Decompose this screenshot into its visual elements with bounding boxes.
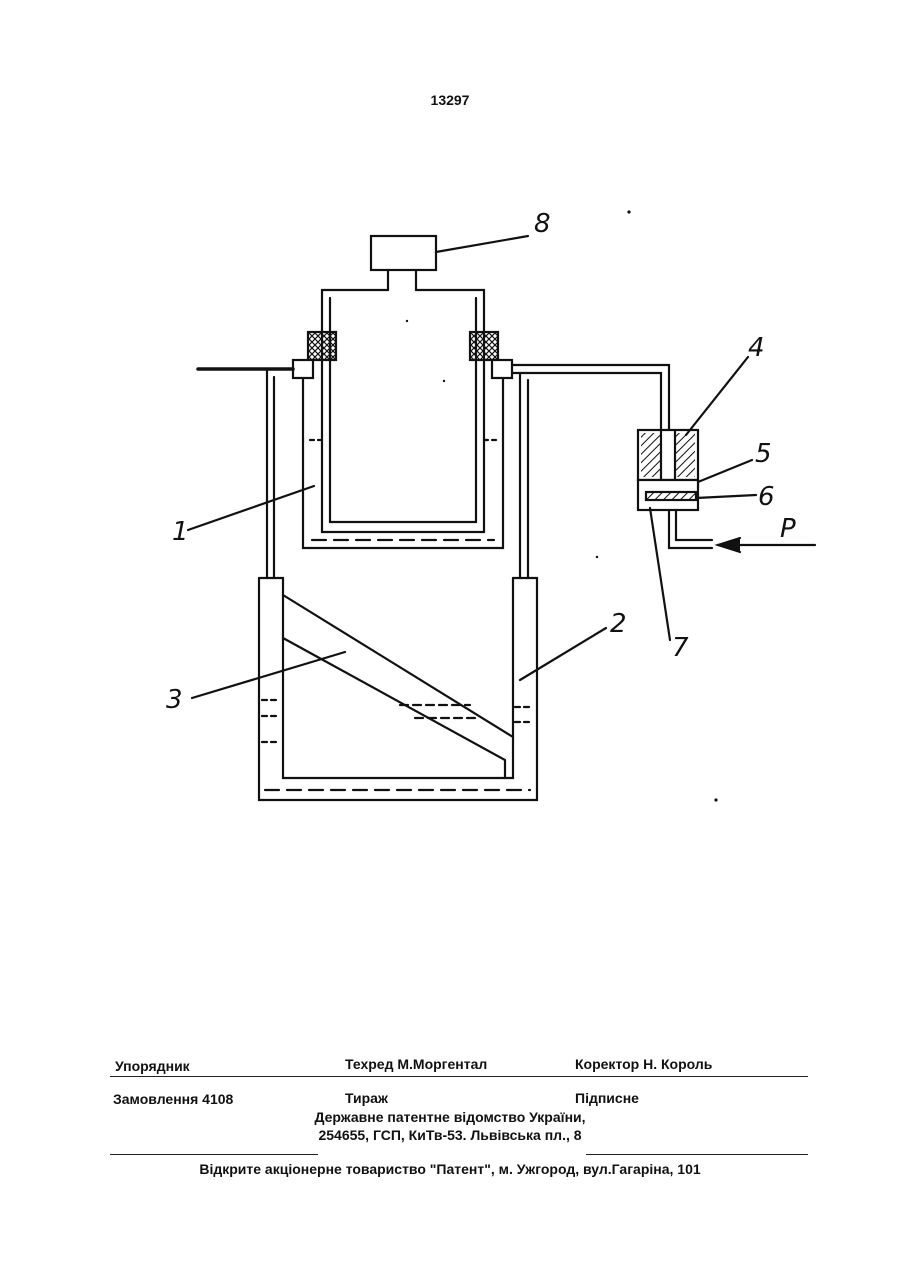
- neck: [388, 270, 416, 290]
- label-1: 1: [172, 517, 189, 547]
- right-seal: [470, 332, 498, 360]
- right-down-pipe: [520, 373, 528, 578]
- label-6: 6: [758, 482, 775, 512]
- bottom-tank-outer: [259, 578, 537, 800]
- leader-1: [188, 486, 314, 530]
- leader-6: [696, 495, 756, 498]
- unit-4-hatch-right: [675, 433, 695, 477]
- tank-liquid-incline: [400, 705, 480, 718]
- leader-3: [192, 652, 345, 698]
- inner-vessel-inner-wall: [330, 298, 476, 522]
- leader-2: [520, 628, 606, 680]
- inlet-pipe-p: [669, 510, 712, 548]
- left-down-pipe: [267, 369, 274, 578]
- label-4: 4: [748, 333, 765, 363]
- leader-8: [436, 236, 528, 252]
- unit-6-membrane: [646, 492, 696, 500]
- unit-8-box: [371, 236, 436, 270]
- bottom-tank-inner: [283, 578, 513, 778]
- label-2: 2: [610, 609, 627, 639]
- right-flange: [492, 360, 512, 378]
- label-5: 5: [755, 439, 772, 469]
- inner-vessel-outer-wall: [322, 290, 484, 532]
- right-pipe-to-unit-4: [512, 365, 669, 430]
- left-flange: [293, 360, 313, 378]
- label-7: 7: [672, 633, 689, 663]
- tank-liquid-left: [262, 700, 280, 742]
- inclined-partition: [283, 595, 513, 778]
- label-p: P: [780, 514, 796, 544]
- left-seal: [308, 332, 336, 360]
- leader-4: [686, 357, 748, 435]
- leader-5: [698, 460, 752, 482]
- leader-7: [650, 508, 670, 640]
- label-3: 3: [166, 685, 183, 715]
- unit-4-hatch-left: [641, 433, 661, 477]
- pressure-arrow-head: [718, 538, 740, 552]
- tank-liquid-right: [515, 707, 533, 722]
- label-8: 8: [534, 209, 551, 239]
